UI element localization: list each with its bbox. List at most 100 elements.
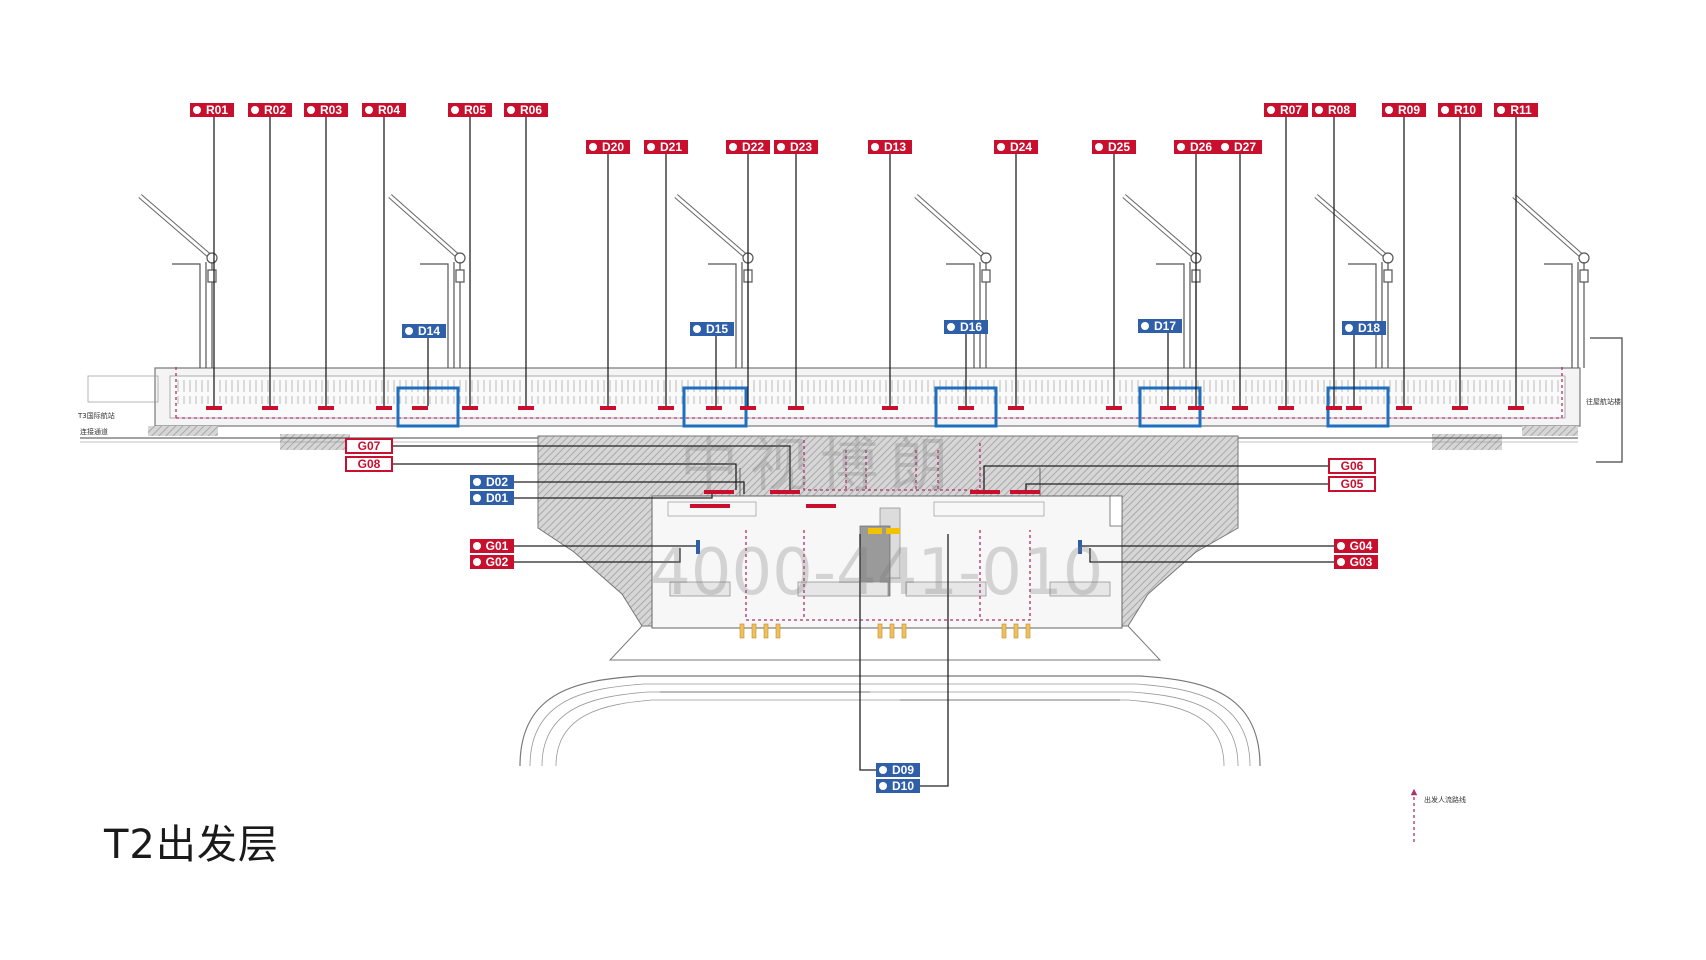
badge-dot-icon xyxy=(997,143,1005,151)
label-box-g06 xyxy=(1328,458,1376,474)
counter-mark-1 xyxy=(704,490,734,494)
gate-label-r01: R01 xyxy=(190,103,234,117)
label-box-r05 xyxy=(448,103,492,117)
gate-mark-15 xyxy=(1008,406,1024,410)
badge-dot-icon xyxy=(1177,143,1185,151)
badge-dot-icon xyxy=(1221,143,1229,151)
label-box-d15 xyxy=(690,322,734,336)
gate-mark-3 xyxy=(318,406,334,410)
page-title: T2出发层 xyxy=(104,822,279,868)
gate-mark-9 xyxy=(658,406,674,410)
gate-label-d17: D17 xyxy=(1138,319,1182,333)
gate-label-r09: R09 xyxy=(1382,103,1426,117)
gate-label-r03: R03 xyxy=(304,103,348,117)
badge-dot-icon xyxy=(473,478,481,486)
label-text-r07: R07 xyxy=(1280,103,1302,117)
gate-mark-8 xyxy=(600,406,616,410)
label-box-d10 xyxy=(876,779,920,793)
legend-label: 出发人流路线 xyxy=(1424,796,1466,804)
gate-label-d20: D20 xyxy=(586,140,630,154)
central-hall xyxy=(519,435,1261,767)
label-box-d13 xyxy=(868,140,912,154)
annotation-left-bottom: 连接通道 xyxy=(80,427,108,436)
counter-mark-4 xyxy=(970,490,1000,494)
badge-dot-icon xyxy=(1385,106,1393,114)
label-text-r05: R05 xyxy=(464,103,486,117)
gate-label-d09: D09 xyxy=(876,763,920,777)
gate-label-g01: G01 xyxy=(470,539,514,553)
badge-dot-icon xyxy=(1497,106,1505,114)
label-box-d17 xyxy=(1138,319,1182,333)
gate-label-r02: R02 xyxy=(248,103,292,117)
label-text-g06: G06 xyxy=(1341,459,1364,473)
gate-mark-10 xyxy=(706,406,722,410)
label-box-r03 xyxy=(304,103,348,117)
gate-mark-16 xyxy=(1106,406,1122,410)
badge-dot-icon xyxy=(507,106,515,114)
label-text-d25: D25 xyxy=(1108,140,1130,154)
label-box-g07 xyxy=(345,438,393,454)
gate-mark-23 xyxy=(1396,406,1412,410)
badge-dot-icon xyxy=(947,323,955,331)
passenger-flow-routes xyxy=(175,366,1563,621)
gate-mark-6 xyxy=(462,406,478,410)
badge-dot-icon xyxy=(251,106,259,114)
label-box-d25 xyxy=(1092,140,1136,154)
badge-dot-icon xyxy=(589,143,597,151)
label-box-d01 xyxy=(470,491,514,505)
badge-dot-icon xyxy=(365,106,373,114)
gate-label-d26: D26 xyxy=(1174,140,1218,154)
label-text-d22: D22 xyxy=(742,140,764,154)
label-box-r04 xyxy=(362,103,406,117)
gate-mark-1 xyxy=(206,406,222,410)
label-box-d02 xyxy=(470,475,514,489)
counter-mark-2 xyxy=(770,490,800,494)
gate-mark-11 xyxy=(740,406,756,410)
leader-lines xyxy=(213,117,1517,787)
badge-dot-icon xyxy=(473,494,481,502)
badge-dot-icon xyxy=(405,327,413,335)
gate-label-d27: D27 xyxy=(1218,140,1262,154)
badge-dot-icon xyxy=(473,542,481,550)
label-box-r06 xyxy=(504,103,548,117)
gate-mark-12 xyxy=(788,406,804,410)
gate-label-r07: R07 xyxy=(1264,103,1308,117)
label-text-d15: D15 xyxy=(706,322,728,336)
badge-dot-icon xyxy=(1337,542,1345,550)
gate-mark-14 xyxy=(958,406,974,410)
jet-bridges xyxy=(138,194,1590,368)
counter-mark-5 xyxy=(1010,490,1040,494)
counter-mark-3 xyxy=(806,504,836,508)
gate-label-d16: D16 xyxy=(944,320,988,334)
badge-dot-icon xyxy=(1315,106,1323,114)
label-text-r11: R11 xyxy=(1510,103,1532,117)
label-text-d24: D24 xyxy=(1010,140,1032,154)
label-box-d09 xyxy=(876,763,920,777)
label-text-d14: D14 xyxy=(418,324,440,338)
label-box-r09 xyxy=(1382,103,1426,117)
label-box-g03 xyxy=(1334,555,1378,569)
gate-mark-25 xyxy=(1508,406,1524,410)
label-box-d18 xyxy=(1342,321,1386,335)
gate-label-d21: D21 xyxy=(644,140,688,154)
label-text-r09: R09 xyxy=(1398,103,1420,117)
gate-mark-7 xyxy=(518,406,534,410)
gate-label-g08: G08 xyxy=(345,456,393,472)
label-box-g04 xyxy=(1334,539,1378,553)
badge-dot-icon xyxy=(729,143,737,151)
gate-mark-5 xyxy=(412,406,428,410)
label-text-d02: D02 xyxy=(486,475,508,489)
gate-label-g02: G02 xyxy=(470,555,514,569)
concourse xyxy=(80,337,1623,463)
gate-mark-4 xyxy=(376,406,392,410)
label-text-d26: D26 xyxy=(1190,140,1212,154)
gate-label-g07: G07 xyxy=(345,438,393,454)
gate-label-d25: D25 xyxy=(1092,140,1136,154)
label-text-d21: D21 xyxy=(660,140,682,154)
label-text-d23: D23 xyxy=(790,140,812,154)
label-text-g04: G04 xyxy=(1350,539,1373,553)
gate-label-d10: D10 xyxy=(876,779,920,793)
gate-label-d14: D14 xyxy=(402,324,446,338)
label-box-r08 xyxy=(1312,103,1356,117)
